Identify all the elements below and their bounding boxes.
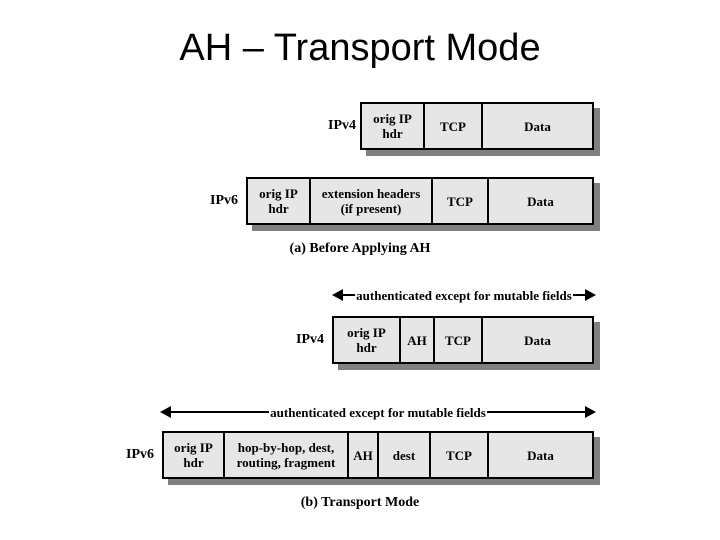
packet-cell-hop-by-hop-dest-routing-fragment: hop-by-hop, dest, routing, fragment: [224, 431, 348, 479]
arrow-left-icon: [160, 406, 171, 418]
packet-cells: orig IP hdr hop-by-hop, dest, routing, f…: [162, 431, 594, 479]
packet-cell-dest: dest: [378, 431, 430, 479]
arrow-right-icon: [585, 406, 596, 418]
row-label-ipv6: IPv6: [126, 447, 154, 462]
packet-cells: orig IP hdr AH TCP Data: [332, 316, 594, 364]
page-title: AH – Transport Mode: [179, 27, 541, 69]
arrow-line: [171, 411, 270, 413]
packet-cell-data: Data: [482, 316, 594, 364]
arrow-line: [343, 294, 356, 296]
packet-cell-extension-headers: extension headers (if present): [310, 177, 432, 225]
packet-cell-orig-ip-hdr: orig IP hdr: [360, 102, 424, 150]
packet-cells: orig IP hdr TCP Data: [360, 102, 594, 150]
annotation-authenticated-scope-ipv6: authenticated except for mutable fields: [160, 403, 596, 421]
annotation-authenticated-scope-ipv4: authenticated except for mutable fields: [332, 286, 596, 304]
packet-cell-orig-ip-hdr: orig IP hdr: [246, 177, 310, 225]
packet-cell-data: Data: [488, 177, 594, 225]
packet-cell-tcp: TCP: [430, 431, 488, 479]
packet-cell-tcp: TCP: [434, 316, 482, 364]
packet-cell-orig-ip-hdr: orig IP hdr: [162, 431, 224, 479]
arrow-line: [572, 294, 585, 296]
packet-cell-ah: AH: [400, 316, 434, 364]
caption-before-applying-ah: (a) Before Applying AH: [289, 241, 431, 256]
row-label-ipv4: IPv4: [328, 118, 356, 133]
packet-cell-ah: AH: [348, 431, 378, 479]
packet-cell-tcp: TCP: [424, 102, 482, 150]
annotation-label: authenticated except for mutable fields: [356, 287, 572, 303]
arrow-left-icon: [332, 289, 343, 301]
packet-cell-orig-ip-hdr: orig IP hdr: [332, 316, 400, 364]
packet-row-ipv4-before: IPv4 orig IP hdr TCP Data: [300, 102, 600, 156]
annotation-label: authenticated except for mutable fields: [270, 404, 486, 420]
packet-row-ipv6-before: IPv6 orig IP hdr extension headers (if p…: [186, 177, 600, 231]
arrow-line: [486, 411, 585, 413]
caption-transport-mode: (b) Transport Mode: [300, 495, 420, 510]
row-label-ipv6: IPv6: [210, 193, 238, 208]
packet-cell-data: Data: [488, 431, 594, 479]
packet-row-ipv6-transport: IPv6 orig IP hdr hop-by-hop, dest, routi…: [102, 431, 600, 485]
packet-cell-tcp: TCP: [432, 177, 488, 225]
arrow-right-icon: [585, 289, 596, 301]
packet-row-ipv4-transport: IPv4 orig IP hdr AH TCP Data: [272, 316, 600, 370]
packet-cell-data: Data: [482, 102, 594, 150]
row-label-ipv4: IPv4: [296, 332, 324, 347]
packet-cells: orig IP hdr extension headers (if presen…: [246, 177, 594, 225]
